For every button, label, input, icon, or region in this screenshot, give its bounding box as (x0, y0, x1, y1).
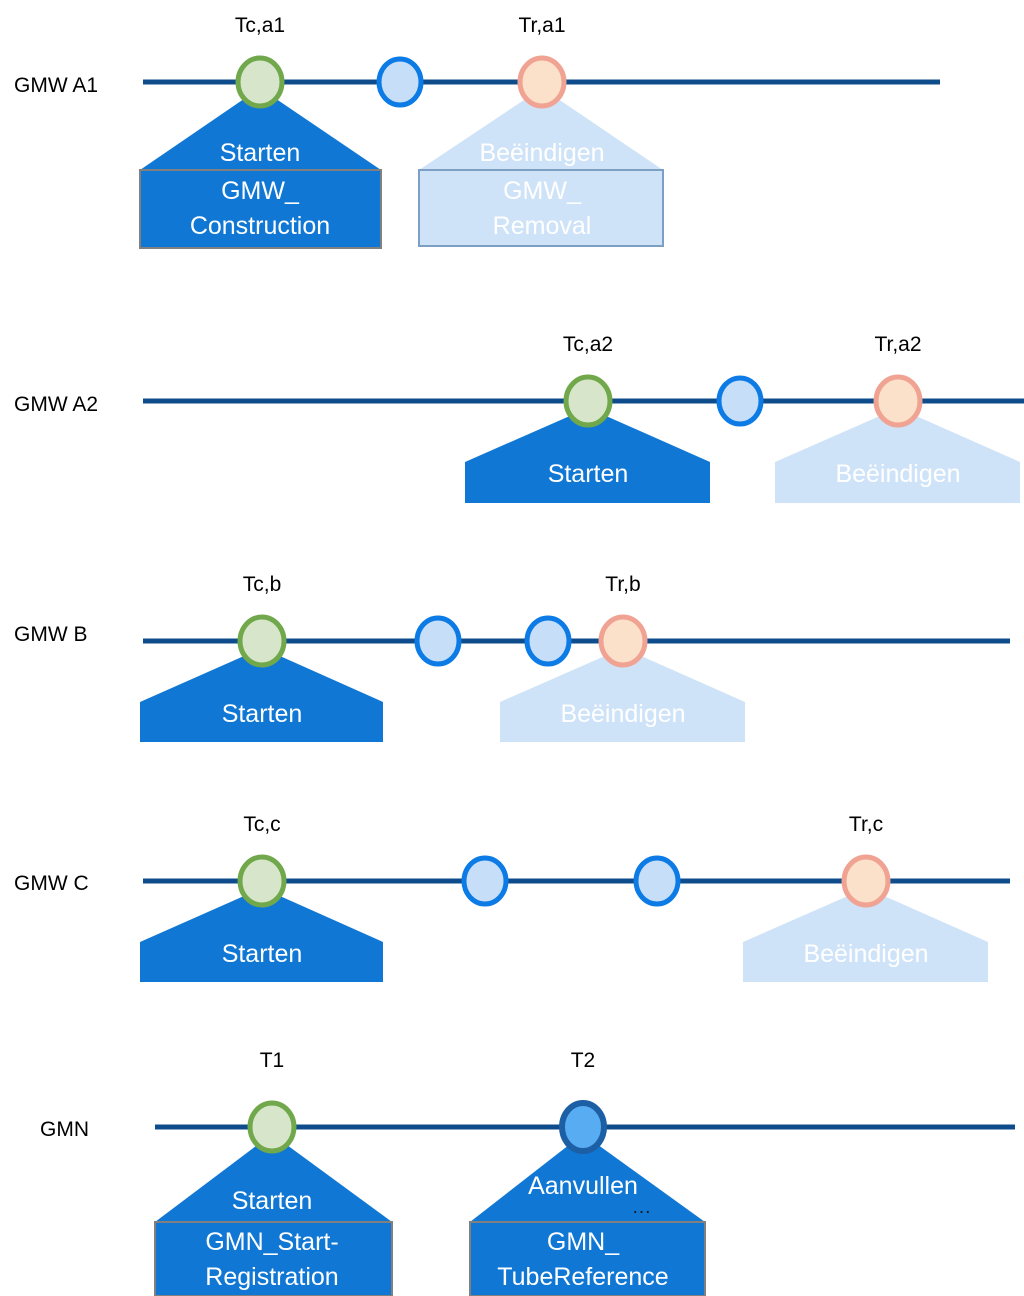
event-shape[interactable]: Beëindigen (775, 408, 1020, 503)
event-body-box (154, 1221, 393, 1296)
row-label: GMW A2 (14, 393, 98, 416)
timeline-marker-navy[interactable] (559, 1100, 607, 1154)
timeline-marker-red[interactable] (873, 374, 923, 428)
event-pentagon (500, 648, 745, 742)
event-shape[interactable]: Aanvullen... GMN_ TubeReference (469, 1134, 706, 1296)
row-label: GMW A1 (14, 74, 98, 97)
event-shapes-layer: StartenGMW_ConstructionBeëindigenGMW_Rem… (139, 88, 1020, 1296)
event-pentagon (465, 408, 710, 503)
timeline-marker-blue[interactable] (376, 56, 424, 108)
timeline-marker-green[interactable] (563, 374, 613, 428)
event-shape[interactable]: Starten (140, 888, 383, 982)
row-label: GMW C (14, 872, 89, 895)
event-body-line: Registration (205, 1263, 338, 1291)
event-body-line: GMW_ (503, 177, 582, 205)
event-title: Beëindigen (835, 460, 960, 488)
event-body-line: GMN_Start- (205, 1228, 338, 1256)
event-body-line: Removal (493, 212, 592, 240)
row-label: GMN (40, 1118, 89, 1141)
tick-label: Tc,c (243, 813, 280, 836)
timeline-marker-green[interactable] (237, 854, 287, 908)
timeline-marker-blue[interactable] (524, 615, 572, 667)
tick-label: Tr,b (605, 573, 640, 596)
event-title: Starten (220, 139, 301, 167)
event-shape[interactable]: Starten (465, 408, 710, 503)
event-body-line: GMW_ (221, 177, 300, 205)
tick-label: T2 (571, 1049, 596, 1072)
event-title: Starten (222, 700, 303, 728)
timeline-marker-green[interactable] (237, 614, 287, 668)
event-shape[interactable]: Beëindigen (500, 648, 745, 742)
tick-label: Tc,b (243, 573, 282, 596)
timeline-marker-blue[interactable] (461, 855, 509, 907)
event-body-line: TubeReference (497, 1263, 668, 1291)
timeline-markers-layer (235, 55, 923, 1154)
tick-label: Tr,a2 (874, 333, 921, 356)
event-pentagon (743, 888, 988, 982)
tick-label: Tc,a2 (563, 333, 613, 356)
event-body-box (469, 1221, 706, 1296)
tick-label: Tr,c (849, 813, 883, 836)
tick-label: T1 (260, 1049, 285, 1072)
timeline-marker-blue[interactable] (633, 855, 681, 907)
event-title: Beëindigen (479, 139, 604, 167)
event-body-line: Construction (190, 212, 330, 240)
timeline-marker-blue[interactable] (414, 615, 462, 667)
timeline-marker-green[interactable] (235, 55, 285, 109)
event-title: Starten (548, 460, 629, 488)
timeline-marker-red[interactable] (598, 614, 648, 668)
event-body-box (418, 169, 664, 247)
timeline-marker-green[interactable] (247, 1100, 297, 1154)
event-title: Beëindigen (560, 700, 685, 728)
timeline-marker-blue[interactable] (716, 375, 764, 427)
row-label: GMW B (14, 623, 88, 646)
event-shape[interactable]: Starten (140, 648, 383, 742)
event-title: Starten (232, 1187, 313, 1215)
tick-label: Tr,a1 (518, 14, 565, 37)
event-body-line: GMN_ (547, 1228, 620, 1256)
event-body-box (139, 169, 382, 249)
event-title: Beëindigen (803, 940, 928, 968)
tick-label: Tc,a1 (235, 14, 285, 37)
ellipsis-marker: ... (633, 1197, 652, 1218)
event-shape[interactable]: Beëindigen (743, 888, 988, 982)
event-title: Aanvullen (528, 1172, 638, 1200)
timeline-marker-red[interactable] (517, 55, 567, 109)
event-title: Starten (222, 940, 303, 968)
event-pentagon (140, 648, 383, 742)
timeline-marker-red[interactable] (841, 854, 891, 908)
event-pentagon (140, 888, 383, 982)
event-pentagon (775, 408, 1020, 503)
